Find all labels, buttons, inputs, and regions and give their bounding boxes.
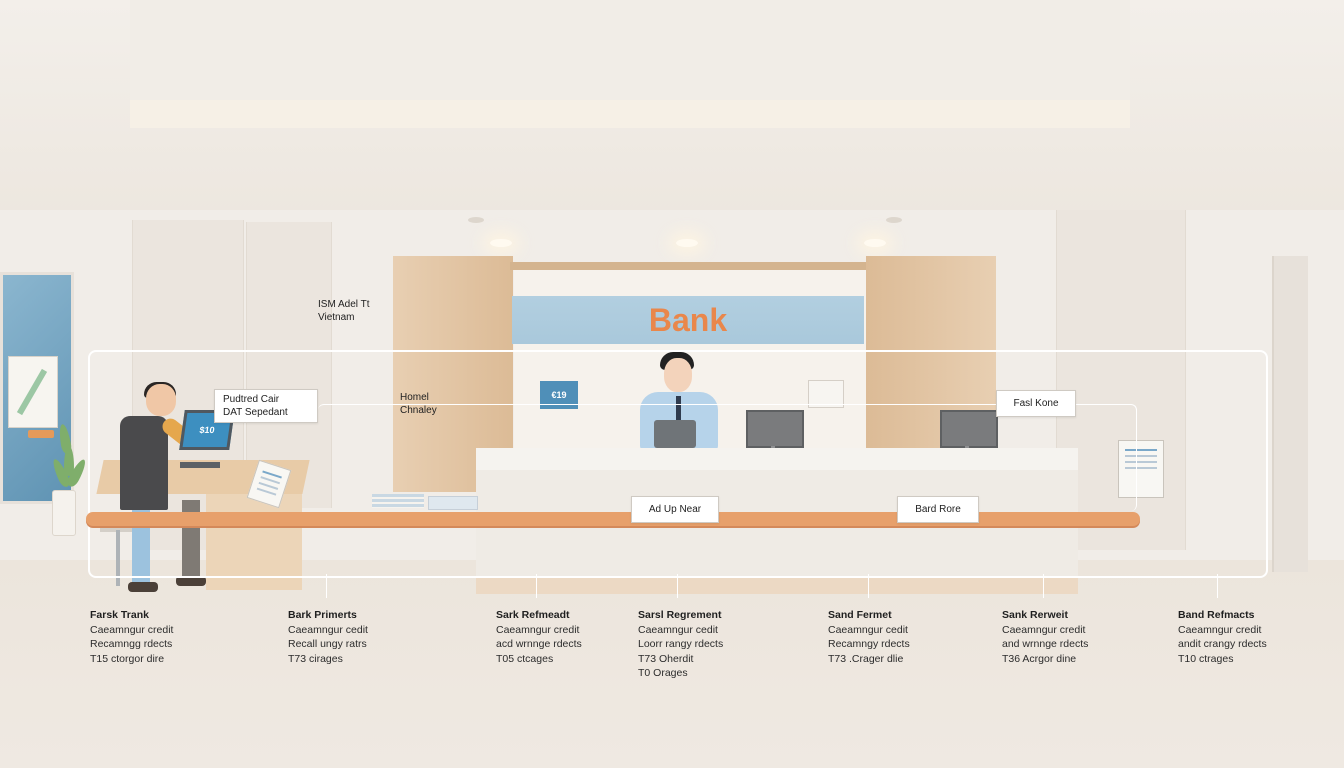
wood-header xyxy=(510,262,866,270)
step-line: Recall ungy ratrs xyxy=(288,638,367,650)
spotlight xyxy=(676,239,698,247)
counter-body xyxy=(476,470,1078,582)
step-line: T73 Oherdit xyxy=(638,652,694,665)
home-label-line2: Chnaley xyxy=(400,405,437,416)
step-line: andit crangy rdects xyxy=(1178,638,1267,650)
diagram-frame-outer xyxy=(88,350,1268,578)
location-label: ISM Adel Tt Vietnam xyxy=(318,298,370,324)
step-title: Band Refmacts xyxy=(1178,609,1255,621)
fast-kone-text: Fasl Kone xyxy=(1013,398,1059,409)
step-line: Caeamngur credit xyxy=(1178,623,1262,636)
step-line: Caeamngur credit xyxy=(496,623,580,636)
step-column: Sarsl Regrement Caeamngur cedit Loorr ra… xyxy=(638,608,788,681)
step-column: Sank Rerweit Caeamngur credit and wrnnge… xyxy=(1002,608,1152,666)
fast-kone-callout: Fasl Kone xyxy=(996,390,1076,417)
plant-pot xyxy=(52,490,76,536)
customer-shoe xyxy=(176,576,206,586)
leader-line xyxy=(868,574,869,598)
orange-tag xyxy=(28,430,54,438)
step-line: and wrnnge rdects xyxy=(1002,638,1089,650)
customer-callout-line1: Pudtred Cair xyxy=(223,394,280,405)
step-line: acd wrnnge rdects xyxy=(496,638,582,650)
home-label-line1: Homel xyxy=(400,392,429,403)
diagram-frame-inner xyxy=(318,404,1137,511)
teller-tablet xyxy=(654,420,696,448)
bank-sign: Bank xyxy=(512,296,864,344)
spotlight xyxy=(490,239,512,247)
document-icon xyxy=(1118,440,1164,498)
leader-line xyxy=(1043,574,1044,598)
customer-shoe xyxy=(128,582,158,592)
customer-head xyxy=(146,384,176,416)
spotlight xyxy=(864,239,886,247)
step-line: T73 cirages xyxy=(288,652,343,665)
ceiling-panel xyxy=(130,0,1130,128)
step-line: Recamngg rdects xyxy=(90,638,173,650)
step-title: Sank Rerweit xyxy=(1002,609,1068,621)
teller-head xyxy=(664,358,692,392)
step-column: Band Refmacts Caeamngur credit andit cra… xyxy=(1178,608,1318,666)
leader-line xyxy=(1217,574,1218,598)
counter-monitor xyxy=(940,410,998,448)
process-rail xyxy=(86,512,1140,526)
step-line: T15 ctorgor dire xyxy=(90,652,165,665)
chair xyxy=(100,494,136,590)
counter-card-text: €19 xyxy=(551,390,567,400)
step-line: Caeamngur cedit xyxy=(828,623,908,636)
leader-line xyxy=(536,574,537,598)
customer-callout-line2: DAT Sepedant xyxy=(223,407,288,418)
wall-note xyxy=(808,380,844,408)
step-line: Recamngy rdects xyxy=(828,638,910,650)
step-line: Caeamngur credit xyxy=(90,623,174,636)
floor xyxy=(0,560,1344,768)
customer-leg xyxy=(132,508,150,588)
teller-tie xyxy=(676,396,681,420)
brochure xyxy=(428,496,478,510)
ceiling-downlight xyxy=(468,217,484,223)
desk-side xyxy=(206,492,302,590)
ad-up-near-callout: Ad Up Near xyxy=(631,496,719,523)
bard-rore-callout: Bard Rore xyxy=(897,496,979,523)
step-line: Caeamngur credit xyxy=(1002,623,1086,636)
wall-poster xyxy=(8,356,58,428)
plant-leaf xyxy=(64,446,74,476)
location-label-line1: ISM Adel Tt xyxy=(318,299,370,310)
counter-monitor xyxy=(746,410,804,448)
step-line: T10 ctrages xyxy=(1178,652,1234,665)
step-line: Loorr rangy rdects xyxy=(638,638,724,650)
leader-line xyxy=(326,574,327,598)
step-line: T36 Acrgor dine xyxy=(1002,652,1077,665)
bank-sign-text: Bank xyxy=(648,301,728,338)
step-column: Sand Fermet Caeamngur cedit Recamngy rde… xyxy=(828,608,978,666)
step-line: Caeamngur cedit xyxy=(638,623,718,636)
bard-rore-text: Bard Rore xyxy=(915,504,961,515)
step-title: Sand Fermet xyxy=(828,609,892,621)
step-column: Bark Primerts Caeamngur cedit Recall ung… xyxy=(288,608,438,666)
step-line: Caeamngur cedit xyxy=(288,623,368,636)
right-doorway xyxy=(1272,256,1308,572)
brochure-stack xyxy=(372,494,424,508)
chair-seat xyxy=(100,524,136,532)
laptop-base xyxy=(180,462,220,468)
location-label-line2: Vietnam xyxy=(318,312,355,323)
ceiling-downlight xyxy=(886,217,902,223)
step-column: Farsk Trank Caeamngur credit Recamngg rd… xyxy=(90,608,240,666)
step-title: Sark Refmeadt xyxy=(496,609,570,621)
step-line: T05 ctcages xyxy=(496,652,554,665)
step-line: T73 .Crager dlie xyxy=(828,652,904,665)
chair-leg xyxy=(116,530,120,586)
leader-line xyxy=(677,574,678,598)
home-label: Homel Chnaley xyxy=(400,391,437,417)
step-title: Sarsl Regrement xyxy=(638,609,722,621)
customer-vest xyxy=(120,416,168,510)
step-title: Bark Primerts xyxy=(288,609,357,621)
ad-up-near-text: Ad Up Near xyxy=(648,504,702,515)
step-title: Farsk Trank xyxy=(90,609,149,621)
counter-base xyxy=(476,578,1078,594)
customer-callout: Pudtred Cair DAT Sepedant xyxy=(214,389,318,423)
step-column: Sark Refmeadt Caeamngur credit acd wrnng… xyxy=(496,608,646,666)
step-line: T0 Orages xyxy=(638,667,688,679)
